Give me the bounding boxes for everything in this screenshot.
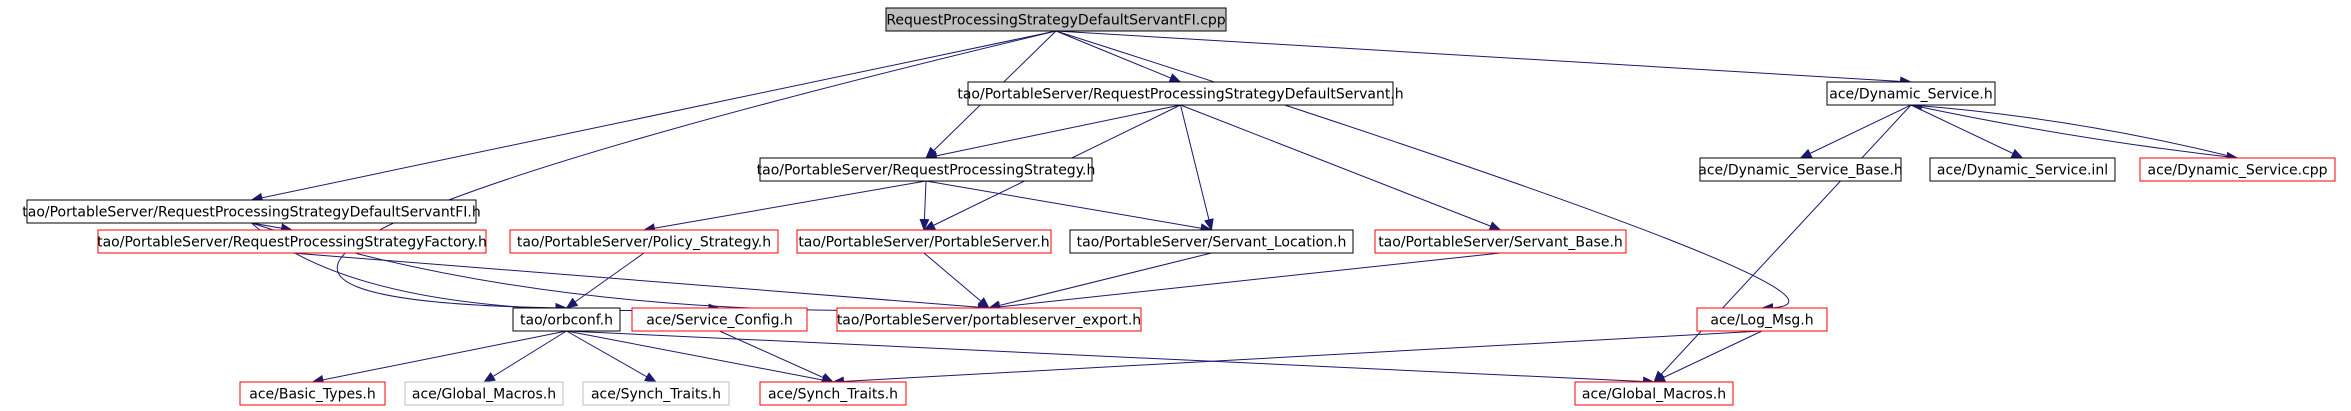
node-label: tao/orbconf.h [520, 313, 613, 329]
node-box [631, 307, 808, 332]
node-label: RequestProcessingStrategyDefaultServantF… [886, 13, 1225, 29]
node-label: ace/Service_Config.h [646, 313, 793, 329]
node-label: tao/PortableServer/RequestProcessingStra… [22, 205, 480, 221]
node-log_h[interactable]: ace/Log_Msg.h [1696, 307, 1828, 332]
edge-orbconf_h-to-gm_gray [483, 330, 567, 383]
node-dyn_cpp[interactable]: ace/Dynamic_Service.cpp [2139, 157, 2336, 182]
node-label: tao/PortableServer/RequestProcessingStra… [97, 235, 487, 251]
edge-rps_h-to-ps_h [919, 180, 930, 231]
node-label: ace/Dynamic_Service.h [1829, 87, 1992, 103]
node-box [97, 229, 487, 254]
node-label: ace/Dynamic_Service.inl [1937, 163, 2108, 179]
edge-dyn_h-to-dyn_cpp [1910, 104, 2239, 162]
edge-log_h-to-gm_red [1653, 330, 1763, 383]
edge-orbconf_h-to-bt_h [311, 330, 567, 385]
edge-dyn_h-to-gm_red [1653, 104, 1912, 383]
node-label: tao/PortableServer/portableserver_export… [837, 313, 1141, 329]
node-st_red[interactable]: ace/Synch_Traits.h [759, 381, 907, 406]
node-sb_h[interactable]: tao/PortableServer/Servant_Base.h [1374, 229, 1627, 254]
node-label: ace/Log_Msg.h [1710, 313, 1813, 329]
edge-dyn_cpp-to-dyn_h [1910, 100, 2238, 159]
node-export_h[interactable]: tao/PortableServer/portableserver_export… [836, 307, 1142, 332]
edge-rps_h-to-sl_h [925, 180, 1213, 234]
edge-sl_h-to-export_h [988, 252, 1212, 311]
edge-ps_h-to-export_h [923, 252, 990, 309]
node-label: ace/Dynamic_Service.cpp [2147, 163, 2327, 179]
edge-ds_h-to-sl_h [1180, 104, 1214, 231]
node-box [1929, 157, 2116, 182]
node-box [885, 7, 1227, 32]
node-box [26, 199, 477, 224]
node-label: ace/Global_Macros.h [1582, 387, 1726, 403]
node-label: ace/Synch_Traits.h [591, 387, 721, 403]
node-label: tao/PortableServer/RequestProcessingStra… [957, 87, 1403, 103]
node-dsb_h[interactable]: ace/Dynamic_Service_Base.h [1698, 157, 1903, 182]
edge-fi_h-to-factory_h [251, 222, 293, 234]
nodes-layer: RequestProcessingStrategyDefaultServantF… [22, 7, 2336, 406]
edge-root-to-dyn_h [1055, 30, 1912, 87]
node-box [967, 81, 1394, 106]
node-box [759, 157, 1093, 182]
edge-orbconf_h-to-st_gray [566, 330, 657, 383]
node-label: tao/PortableServer/Servant_Base.h [1378, 235, 1623, 251]
node-box [1069, 229, 1354, 254]
node-label: ace/Synch_Traits.h [768, 387, 898, 403]
node-box [1696, 307, 1828, 332]
node-ps_h[interactable]: tao/PortableServer/PortableServer.h [796, 229, 1052, 254]
node-label: tao/PortableServer/Policy_Strategy.h [517, 235, 771, 251]
edge-ds_h-to-rps_h [925, 104, 1181, 161]
edge-log_h-to-st_red [832, 330, 1763, 387]
edge-orbconf_h-to-st_red [566, 330, 834, 385]
node-box [796, 229, 1052, 254]
node-root[interactable]: RequestProcessingStrategyDefaultServantF… [885, 7, 1227, 32]
node-box [1826, 81, 1996, 106]
node-label: tao/PortableServer/PortableServer.h [798, 235, 1049, 251]
edge-root-to-fi_h [250, 30, 1057, 203]
node-svc_h[interactable]: ace/Service_Config.h [631, 307, 808, 332]
edge-ds_h-to-sb_h [1180, 104, 1502, 231]
edge-dyn_h-to-dyn_inl [1910, 104, 2024, 159]
node-factory_h[interactable]: tao/PortableServer/RequestProcessingStra… [97, 229, 487, 254]
node-box [404, 381, 564, 406]
node-ds_h[interactable]: tao/PortableServer/RequestProcessingStra… [957, 81, 1404, 106]
edge-policy_h-to-orbconf_h [565, 252, 645, 309]
node-box [836, 307, 1142, 332]
node-label: tao/PortableServer/RequestProcessingStra… [757, 163, 1096, 179]
node-bt_h[interactable]: ace/Basic_Types.h [239, 381, 386, 406]
edge-root-to-log_h [1055, 30, 1790, 314]
node-box [512, 307, 621, 332]
node-policy_h[interactable]: tao/PortableServer/Policy_Strategy.h [509, 229, 779, 254]
node-box [582, 381, 730, 406]
node-box [759, 381, 907, 406]
edge-sb_h-to-export_h [988, 252, 1501, 312]
edge-orbconf_h-to-gm_red [566, 330, 1655, 387]
edge-svc_h-to-st_red [719, 330, 834, 383]
node-rps_h[interactable]: tao/PortableServer/RequestProcessingStra… [757, 157, 1096, 182]
node-box [509, 229, 779, 254]
edge-dyn_h-to-dsb_h [1799, 104, 1912, 159]
node-label: ace/Basic_Types.h [249, 387, 375, 403]
node-box [239, 381, 386, 406]
node-box [1574, 381, 1734, 406]
node-box [1699, 157, 1902, 182]
node-fi_h[interactable]: tao/PortableServer/RequestProcessingStra… [22, 199, 481, 224]
node-label: ace/Global_Macros.h [412, 387, 556, 403]
node-box [1374, 229, 1627, 254]
node-dyn_inl[interactable]: ace/Dynamic_Service.inl [1929, 157, 2116, 182]
node-gm_red[interactable]: ace/Global_Macros.h [1574, 381, 1734, 406]
node-label: ace/Dynamic_Service_Base.h [1698, 163, 1903, 179]
edge-factory_h-to-export_h [291, 252, 990, 313]
node-st_gray[interactable]: ace/Synch_Traits.h [582, 381, 730, 406]
edge-rps_h-to-policy_h [643, 180, 927, 234]
node-label: tao/PortableServer/Servant_Location.h [1077, 235, 1347, 251]
edge-root-to-ds_h [1055, 30, 1182, 83]
node-dyn_h[interactable]: ace/Dynamic_Service.h [1826, 81, 1996, 106]
node-orbconf_h[interactable]: tao/orbconf.h [512, 307, 621, 332]
node-box [2139, 157, 2336, 182]
node-sl_h[interactable]: tao/PortableServer/Servant_Location.h [1069, 229, 1354, 254]
node-gm_gray[interactable]: ace/Global_Macros.h [404, 381, 564, 406]
